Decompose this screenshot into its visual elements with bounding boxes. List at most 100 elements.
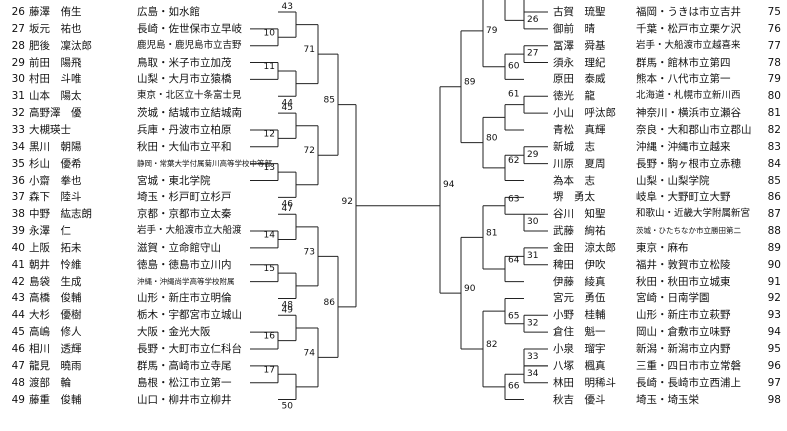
match-number: 30: [527, 217, 539, 227]
match-number: 81: [486, 228, 497, 238]
player-school: 長崎・長崎市立西浦上: [636, 376, 741, 389]
player-school: 千葉・松戸市立栗ケ沢: [636, 22, 741, 35]
player-school: 秋田・大仙市立平和: [137, 140, 232, 153]
match-number: 90: [464, 284, 476, 294]
seed-number: 42: [11, 275, 25, 288]
player-school: 栃木・宇都宮市立城山: [137, 309, 242, 322]
player-name: 杉山 優希: [29, 157, 82, 170]
match-number: 11: [264, 62, 275, 72]
seed-number: 29: [11, 56, 25, 69]
seed-number: 38: [11, 208, 25, 221]
player-school: 茨城・ひたちなか市立勝田第二: [636, 226, 741, 236]
seed-number: 98: [767, 393, 781, 406]
match-number: 48: [282, 300, 294, 310]
player-school: 島根・松江市立第一: [137, 376, 232, 389]
player-school: 山口・柳井市立柳井: [137, 393, 232, 406]
seed-number: 28: [11, 39, 25, 52]
player-school: 群馬・館林市立第四: [636, 56, 731, 69]
seed-number: 97: [767, 376, 781, 389]
match-number: 15: [264, 264, 275, 274]
player-school: 鹿児島・鹿児島市立吉野: [137, 39, 242, 51]
seed-number: 49: [11, 393, 25, 406]
player-name: 高嶋 修人: [29, 326, 82, 339]
match-number: 16: [264, 332, 276, 342]
match-number: 27: [527, 49, 538, 59]
player-school: 東京・麻布: [636, 241, 689, 254]
match-number: 80: [486, 134, 498, 144]
player-school: 兵庫・丹波市立柏原: [137, 123, 232, 136]
player-name: 相川 透輝: [29, 343, 82, 355]
player-school: 宮崎・日南学園: [636, 292, 710, 305]
player-name: 御前 晴: [553, 22, 595, 35]
player-name: 高野澤 優: [29, 107, 82, 120]
seed-number: 88: [767, 225, 781, 238]
player-school: 茨城・結城市立結城南: [137, 107, 242, 120]
match-number: 17: [264, 365, 275, 375]
seed-number: 76: [767, 22, 781, 35]
seed-number: 33: [11, 123, 25, 136]
player-school: 秋田・秋田市立城東: [636, 275, 731, 288]
player-school: 神奈川・横浜市立瀬谷: [636, 107, 741, 120]
match-number: 33: [527, 352, 538, 362]
match-number: 64: [508, 255, 520, 265]
match-number: 44: [282, 98, 294, 108]
seed-number: 79: [767, 73, 781, 86]
player-name: 大杉 優樹: [29, 309, 82, 322]
player-name: 小山 呼汰郎: [553, 107, 616, 120]
player-school: 群馬・高崎市立寺尾: [137, 359, 232, 372]
seed-number: 32: [11, 107, 25, 120]
player-school: 宮城・東北学院: [137, 174, 211, 187]
player-name: 青松 真輝: [553, 123, 606, 136]
player-school: 広島・如水館: [137, 6, 200, 18]
player-name: 徳光 龍: [553, 90, 595, 103]
player-name: 原田 泰威: [553, 73, 606, 86]
player-name: 八塚 楓真: [553, 359, 606, 372]
player-school: 長崎・佐世保市立早岐: [137, 22, 242, 35]
match-number: 14: [264, 230, 276, 240]
seed-number: 89: [767, 241, 781, 254]
player-name: 宮元 勇伍: [553, 292, 606, 305]
player-school: 静岡・常葉大学付属菊川高等学校中等部: [137, 158, 272, 168]
player-name: 堺 勇太: [553, 191, 595, 204]
player-name: 新城 志: [553, 140, 595, 153]
player-name: 武藤 絢祐: [553, 225, 606, 238]
seed-number: 87: [767, 208, 781, 221]
player-name: 稗田 伊吹: [553, 258, 606, 271]
player-name: 島袋 生成: [29, 275, 82, 288]
match-number: 47: [282, 204, 293, 214]
player-name: 川原 夏周: [553, 157, 606, 170]
seed-number: 91: [767, 275, 781, 288]
seed-number: 41: [11, 258, 25, 271]
seed-number: 46: [11, 343, 25, 355]
player-school: 埼玉・埼玉栄: [636, 393, 699, 406]
seed-number: 84: [767, 157, 781, 170]
player-school: 山形・新庄市立萩野: [636, 309, 731, 322]
seed-number: 94: [767, 326, 781, 339]
player-school: 鳥取・米子市立加茂: [137, 56, 232, 69]
player-name: 倉住 魁一: [553, 326, 606, 339]
match-number: 31: [527, 251, 538, 261]
match-number: 72: [304, 146, 315, 156]
